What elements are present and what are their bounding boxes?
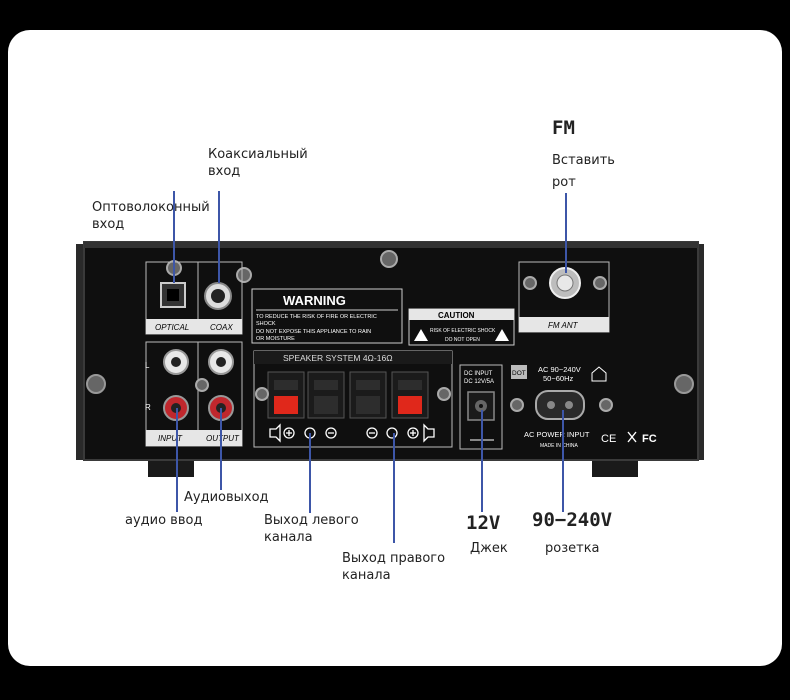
- fm-insert-callout: Вставить рот: [552, 153, 615, 190]
- chassis-top-edge: [84, 242, 698, 248]
- fc-mark: FC: [642, 433, 657, 445]
- warning-label: [251, 288, 403, 344]
- pointer-fm: [565, 193, 567, 273]
- top-left-screw-2: [236, 267, 252, 283]
- right-channel-mark: R: [145, 403, 151, 412]
- pointer-coax: [218, 191, 220, 283]
- left-channel-mark: L: [145, 361, 150, 370]
- dc-jack-callout: Джек: [470, 541, 508, 556]
- speaker-system-label: SPEAKER SYSTEM 4Ω-16Ω: [283, 353, 393, 363]
- svg-text:DOT: DOT: [512, 370, 526, 377]
- pointer-audio-out: [220, 408, 222, 490]
- ce-mark: CE: [601, 433, 616, 445]
- svg-text:DC INPUT: DC INPUT: [464, 371, 493, 377]
- fm-title: FM: [552, 117, 575, 139]
- ac-power-socket: [535, 390, 585, 420]
- fm-ant-panel-label: FM ANT: [548, 321, 579, 330]
- pointer-audio-in: [176, 408, 178, 512]
- optical-callout: Оптоволоконный вход: [92, 200, 210, 232]
- pointer-optical: [173, 191, 175, 283]
- dc-voltage-callout: 12V: [466, 512, 501, 534]
- speaker-terminal-red-left: [274, 396, 298, 414]
- warning-title: WARNING: [283, 293, 346, 308]
- right-channel-callout: Выход правого канала: [342, 551, 446, 583]
- pointer-left-channel: [309, 433, 311, 513]
- audio-in-callout: аудио ввод: [125, 513, 203, 528]
- svg-text:DO NOT OPEN: DO NOT OPEN: [445, 337, 480, 343]
- coax-callout: Коаксиальный вход: [208, 147, 308, 179]
- svg-text:TO REDUCE THE RISK OF FIRE OR: TO REDUCE THE RISK OF FIRE OR ELECTRIC: [256, 314, 377, 320]
- dot-badge: [511, 365, 527, 379]
- ac-voltage-callout: 90−240V: [532, 509, 613, 531]
- svg-text:DO NOT EXPOSE THIS APPLIANCE T: DO NOT EXPOSE THIS APPLIANCE TO RAIN: [256, 329, 371, 335]
- caution-title: CAUTION: [438, 311, 475, 320]
- ac-socket-callout: розетка: [545, 541, 600, 556]
- coax-panel-label: COAX: [210, 323, 233, 332]
- svg-text:MADE IN CHINA: MADE IN CHINA: [540, 443, 578, 449]
- ac-power-input-label: AC POWER INPUT: [524, 430, 590, 439]
- output-panel-label: OUTPUT: [206, 434, 240, 443]
- left-channel-callout: Выход левого канала: [264, 513, 359, 545]
- svg-text:50~60Hz: 50~60Hz: [543, 374, 573, 383]
- pointer-dc: [481, 410, 483, 512]
- svg-text:SHOCK: SHOCK: [256, 321, 276, 327]
- optical-panel-label: OPTICAL: [155, 323, 189, 332]
- pointer-ac: [562, 410, 564, 512]
- pointer-right-channel: [393, 433, 395, 543]
- top-center-screw: [380, 250, 398, 268]
- input-panel-label: INPUT: [158, 434, 183, 443]
- audio-out-callout: Аудиовыход: [184, 490, 269, 505]
- svg-text:RISK OF ELECTRIC SHOCK: RISK OF ELECTRIC SHOCK: [430, 328, 496, 334]
- speaker-terminals: [267, 371, 429, 419]
- svg-text:AC 90~240V: AC 90~240V: [538, 365, 581, 374]
- speaker-terminal-red-right: [398, 396, 422, 414]
- right-side-screw: [674, 374, 694, 394]
- svg-text:DC 12V/5A: DC 12V/5A: [464, 379, 494, 385]
- svg-text:OR MOISTURE: OR MOISTURE: [256, 336, 295, 342]
- left-side-screw: [86, 374, 106, 394]
